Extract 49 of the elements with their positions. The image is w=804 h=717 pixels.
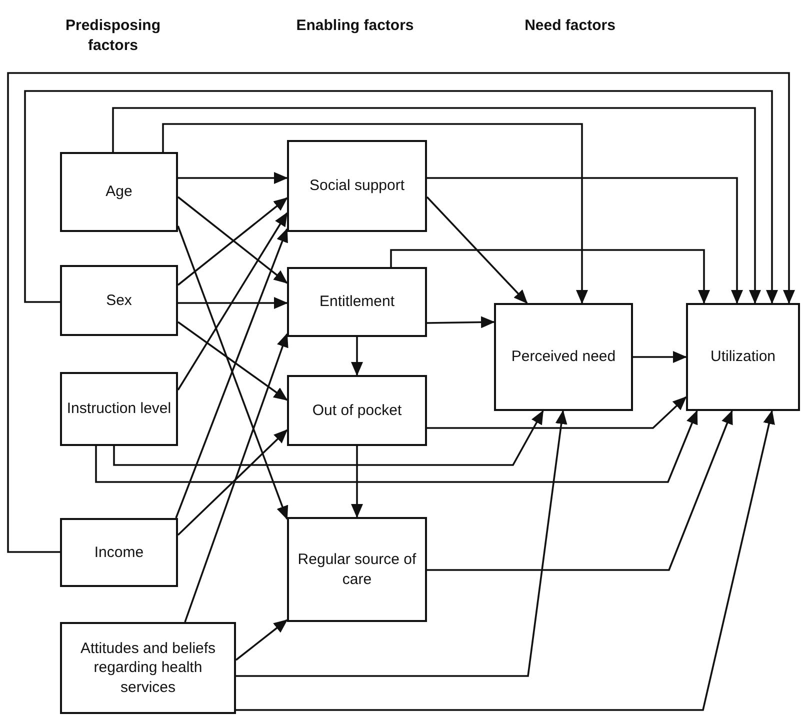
box-label: Utilization	[710, 347, 776, 367]
factor-box	[60, 518, 178, 587]
arrow	[113, 410, 544, 466]
arrow	[184, 333, 288, 622]
box-label: Sex	[106, 290, 132, 310]
arrow	[235, 619, 288, 661]
factor-box	[60, 372, 178, 446]
arrow	[426, 196, 528, 304]
arrow	[7, 72, 795, 553]
factor-box	[686, 303, 800, 411]
factor-box	[60, 265, 178, 336]
arrow	[112, 107, 761, 304]
column-heading: Need factors	[524, 16, 616, 36]
box-label: Instruction level	[66, 399, 172, 419]
arrow	[236, 410, 775, 711]
arrow	[236, 410, 568, 677]
arrow	[351, 446, 363, 518]
factor-box	[287, 267, 427, 337]
arrow	[177, 429, 288, 536]
arrow	[633, 351, 687, 363]
box-label: Entitlement	[319, 292, 395, 312]
factor-box	[60, 152, 178, 232]
factor-box	[60, 622, 236, 714]
arrow	[177, 212, 288, 390]
arrow	[427, 396, 687, 429]
arrow	[162, 123, 588, 304]
box-label: Social support	[309, 176, 405, 196]
box-label: Out of pocket	[312, 400, 402, 420]
arrow	[390, 249, 710, 304]
box-label: Regular source of care	[296, 550, 418, 589]
arrow	[178, 172, 288, 184]
arrow	[95, 410, 698, 483]
factor-box	[287, 375, 427, 446]
arrow	[351, 337, 363, 376]
column-heading: Predisposing factors	[64, 16, 162, 56]
factor-box	[287, 140, 427, 232]
arrow	[24, 90, 778, 304]
arrow	[178, 297, 288, 309]
box-label: Perceived need	[511, 347, 616, 367]
box-label: Income	[94, 542, 144, 562]
arrow	[177, 321, 288, 401]
box-label: Age	[106, 182, 132, 202]
column-heading: Enabling factors	[295, 16, 415, 36]
factor-box	[494, 303, 633, 411]
arrow	[427, 410, 733, 571]
box-label: Attitudes and beliefs regarding health services	[79, 638, 217, 698]
factor-box	[287, 517, 427, 622]
arrow	[426, 316, 495, 328]
arrow	[427, 177, 743, 304]
